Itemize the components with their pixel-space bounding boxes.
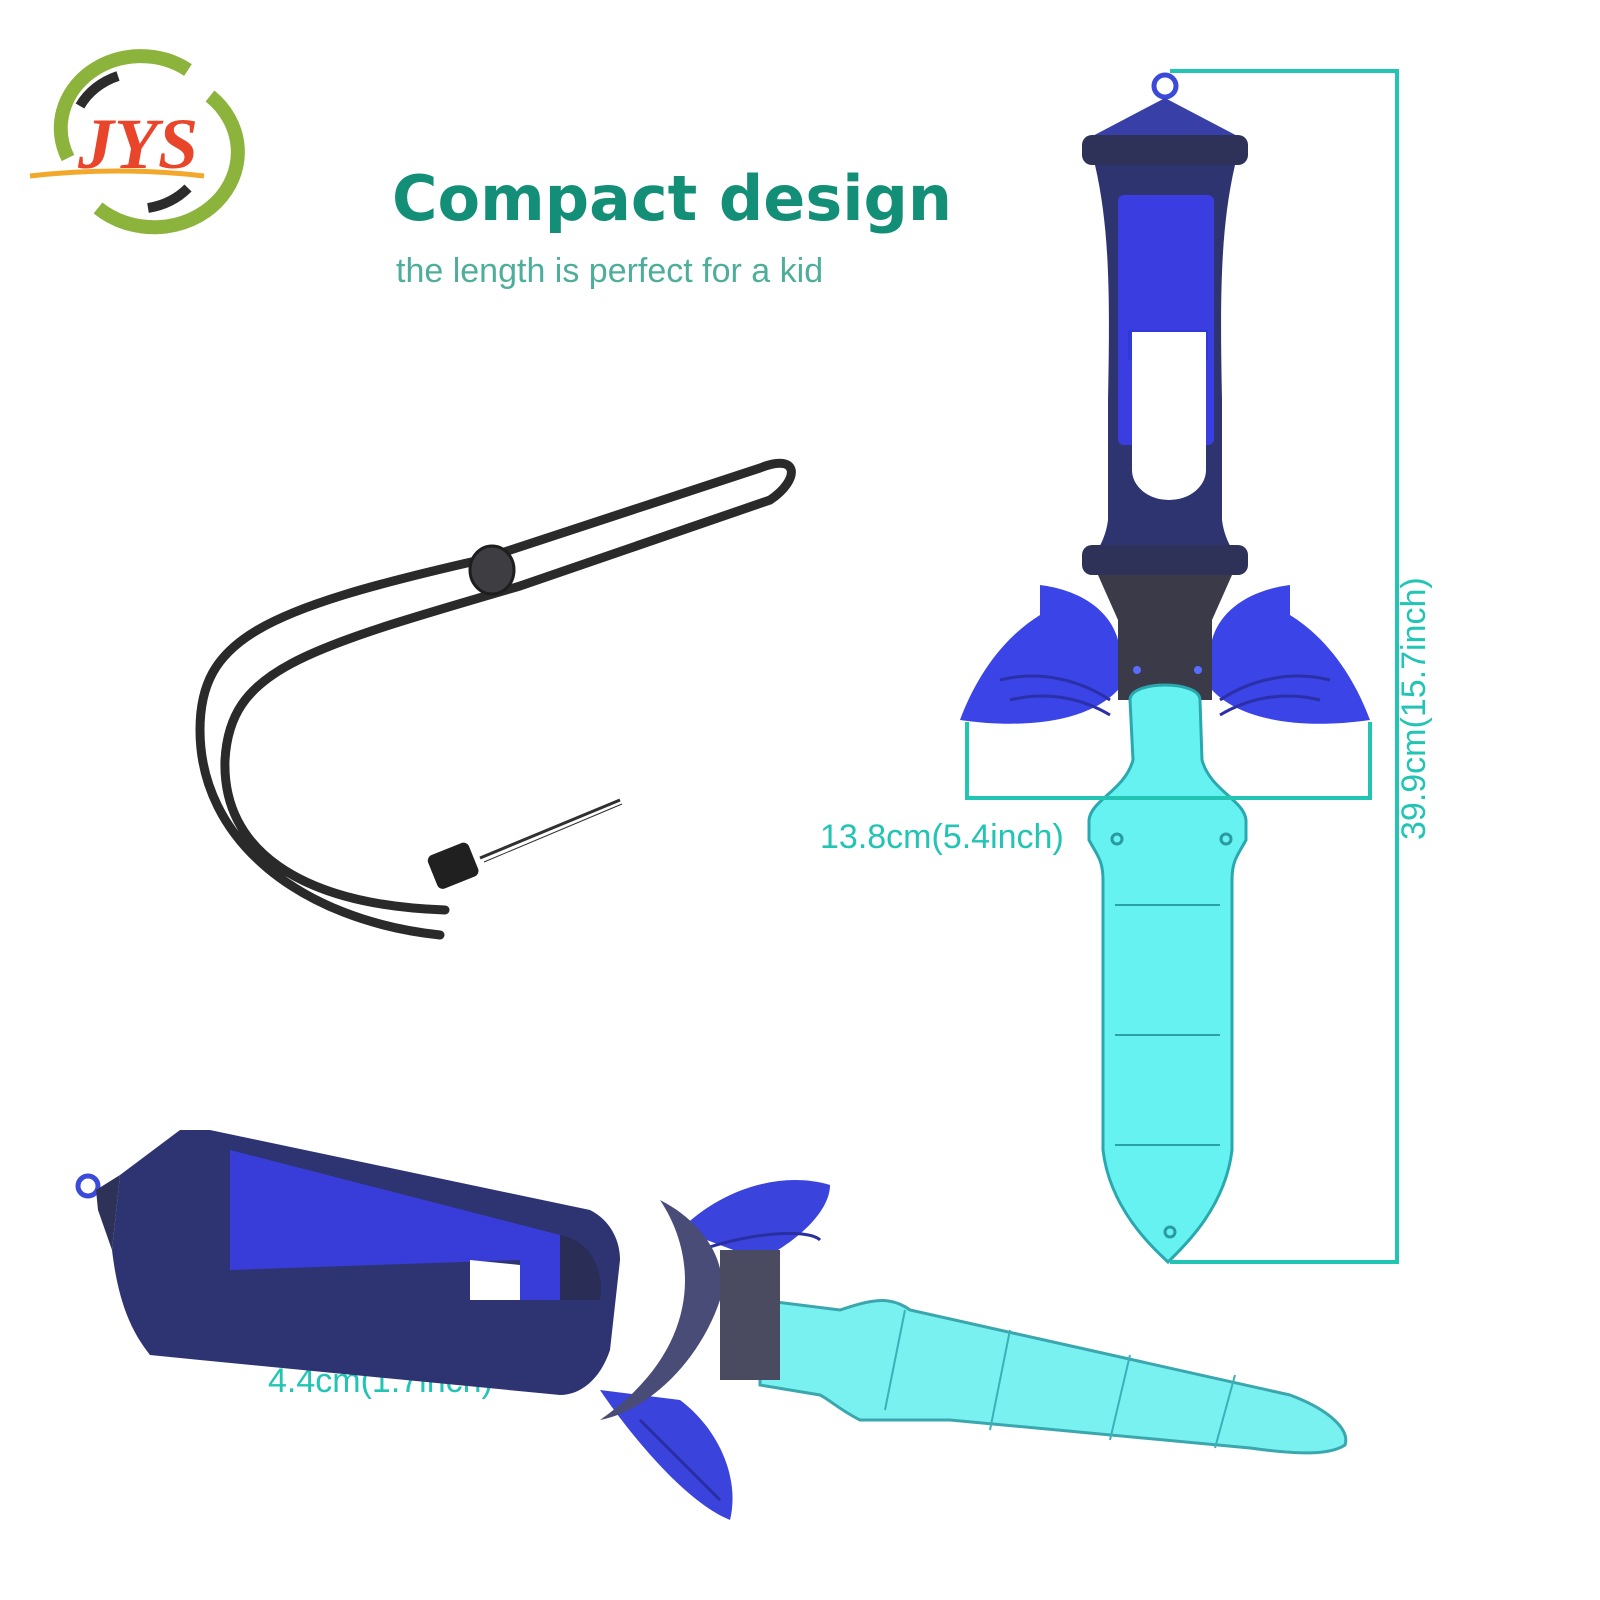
- brand-logo: JYS: [28, 48, 245, 235]
- strap-slider-icon: [468, 544, 516, 596]
- width-dimension-label: 13.8cm(5.4inch): [820, 818, 1064, 856]
- strap-end-cap-icon: [427, 842, 479, 889]
- width-bracket: [965, 722, 1372, 800]
- length-bracket: [1170, 69, 1399, 1264]
- page-subtitle: the length is perfect for a kid: [396, 252, 824, 290]
- logo-ring-icon: JYS: [29, 49, 245, 235]
- svg-text:JYS: JYS: [77, 104, 198, 184]
- page-title: Compact design: [392, 162, 952, 235]
